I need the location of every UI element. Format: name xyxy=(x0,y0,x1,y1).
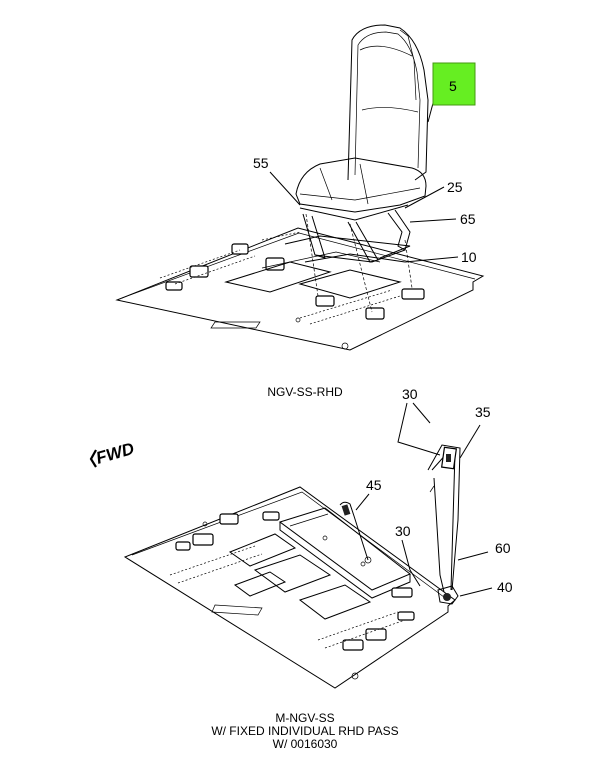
callout-25: 25 xyxy=(447,179,463,195)
callout-60: 60 xyxy=(495,540,511,556)
top-floor-plate xyxy=(115,227,485,351)
callout-30-top: 30 xyxy=(402,386,418,402)
seat xyxy=(295,24,429,213)
callout-10: 10 xyxy=(461,249,477,265)
callout-35: 35 xyxy=(475,404,491,420)
caption-line-3: W/ 0016030 xyxy=(272,737,338,751)
seat-belt-retractor-assembly xyxy=(427,444,461,605)
fwd-label: FWD xyxy=(94,439,136,468)
callout-5: 5 xyxy=(449,78,457,94)
bottom-floor-plate xyxy=(123,486,456,689)
callout-5-highlight xyxy=(432,62,476,106)
callout-45: 45 xyxy=(366,477,382,493)
seat-pedestal xyxy=(284,204,413,313)
caption-line-2: W/ FIXED INDIVIDUAL RHD PASS xyxy=(211,724,399,738)
callout-65: 65 xyxy=(460,211,476,227)
fwd-indicator: FWD xyxy=(89,439,136,468)
bottom-callout-leaders xyxy=(355,402,493,597)
caption-line-1: M-NGV-SS xyxy=(275,711,335,725)
top-view-label: NGV-SS-RHD xyxy=(267,385,343,399)
callout-30-bottom: 30 xyxy=(395,523,411,539)
callout-40: 40 xyxy=(497,579,513,595)
seat-belt-buckle-assembly xyxy=(339,501,372,564)
callout-55: 55 xyxy=(253,155,269,171)
bottom-view-caption: M-NGV-SS W/ FIXED INDIVIDUAL RHD PASS W/… xyxy=(0,712,610,751)
